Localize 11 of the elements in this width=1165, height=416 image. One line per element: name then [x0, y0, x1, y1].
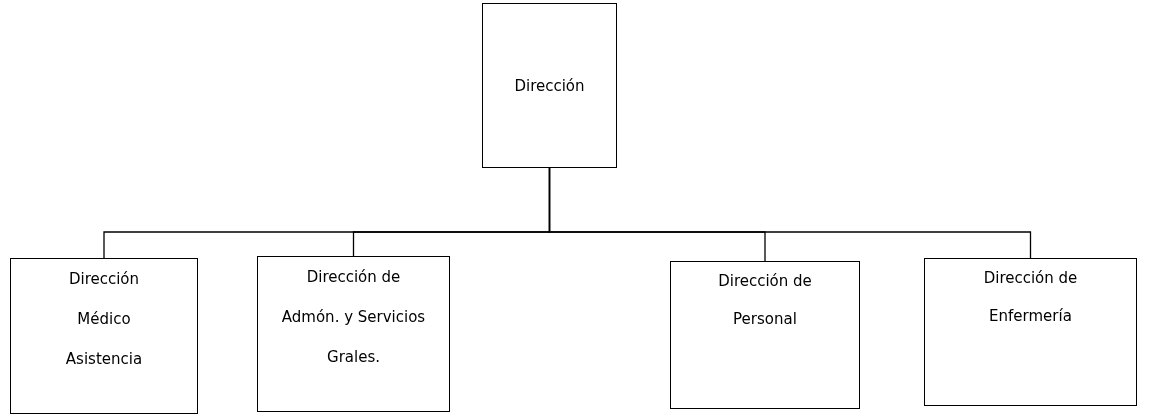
department-box [10, 258, 198, 414]
box-label: Dirección de Admón. y Servicios Grales. [280, 267, 427, 368]
box-label: Dirección Médico Asistencia [64, 269, 144, 370]
department-box [924, 258, 1137, 406]
connector-line [548, 167, 1032, 259]
director-box [482, 3, 617, 168]
box-label: Dirección de Enfermería [982, 268, 1079, 327]
box-label: Dirección [513, 75, 586, 96]
box-label: Dirección de Personal [717, 271, 813, 330]
department-box [257, 256, 450, 412]
department-box [670, 261, 860, 409]
